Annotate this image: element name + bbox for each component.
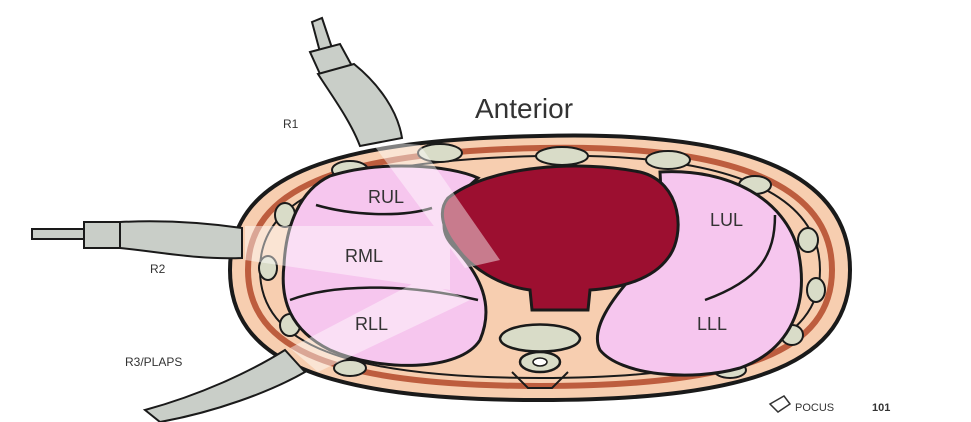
logo-number: 101: [872, 402, 890, 414]
rul-label: RUL: [368, 187, 404, 207]
r1-label: R1: [283, 117, 299, 131]
probe-r2: [32, 221, 242, 258]
lul-label: LUL: [710, 210, 743, 230]
rll-label: RLL: [355, 314, 388, 334]
anterior-label: Anterior: [475, 93, 573, 124]
rml-label: RML: [345, 246, 383, 266]
probe-r1: [310, 18, 402, 146]
lll-label: LLL: [697, 314, 727, 334]
r3-label: R3/PLAPS: [125, 355, 182, 369]
logo-text: POCUS: [795, 402, 834, 414]
r2-label: R2: [150, 262, 166, 276]
probe-logo-icon: [770, 396, 790, 412]
pocus-logo: POCUS 101: [770, 396, 890, 414]
